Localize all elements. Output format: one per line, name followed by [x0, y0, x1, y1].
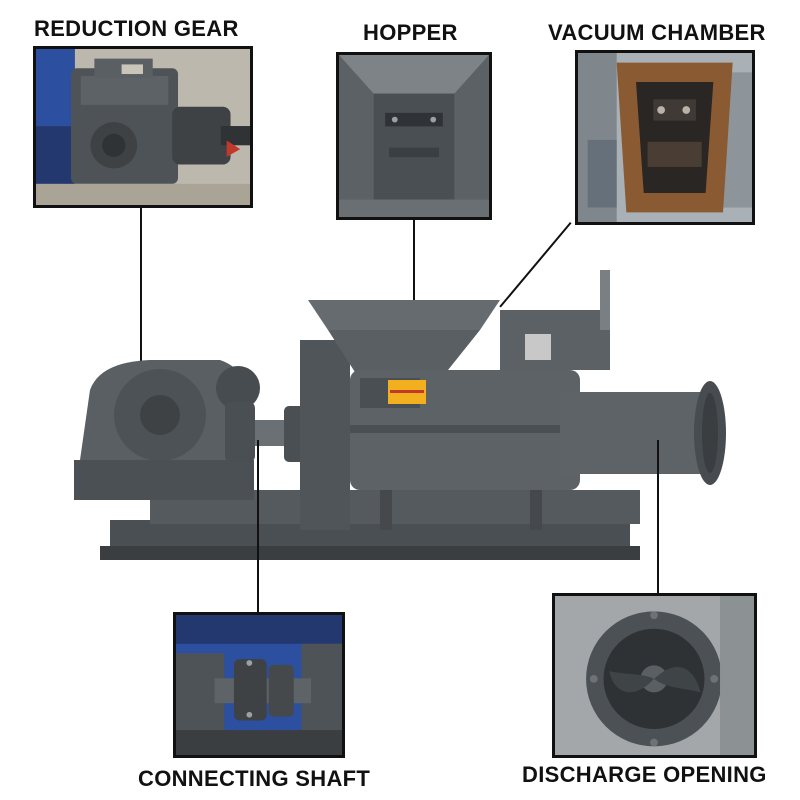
leader-hopper — [413, 220, 415, 316]
hopper-photo — [336, 52, 492, 220]
reduction-gear-photo — [33, 46, 253, 208]
label-reduction-gear: REDUCTION GEAR — [34, 16, 239, 41]
label-connecting-shaft: CONNECTING SHAFT — [138, 766, 371, 791]
leader-discharge-opening — [657, 440, 659, 593]
vacuum-chamber-photo — [575, 50, 755, 225]
discharge-opening-photo — [552, 593, 757, 758]
label-hopper: HOPPER — [363, 20, 458, 45]
extruder-machine-photo — [60, 250, 750, 590]
label-discharge-opening: DISCHARGE OPENING — [522, 762, 767, 787]
leader-reduction-gear — [140, 208, 142, 416]
label-vacuum-chamber: VACUUM CHAMBER — [548, 20, 766, 45]
connecting-shaft-photo — [173, 612, 345, 758]
leader-connecting-shaft — [257, 440, 259, 612]
